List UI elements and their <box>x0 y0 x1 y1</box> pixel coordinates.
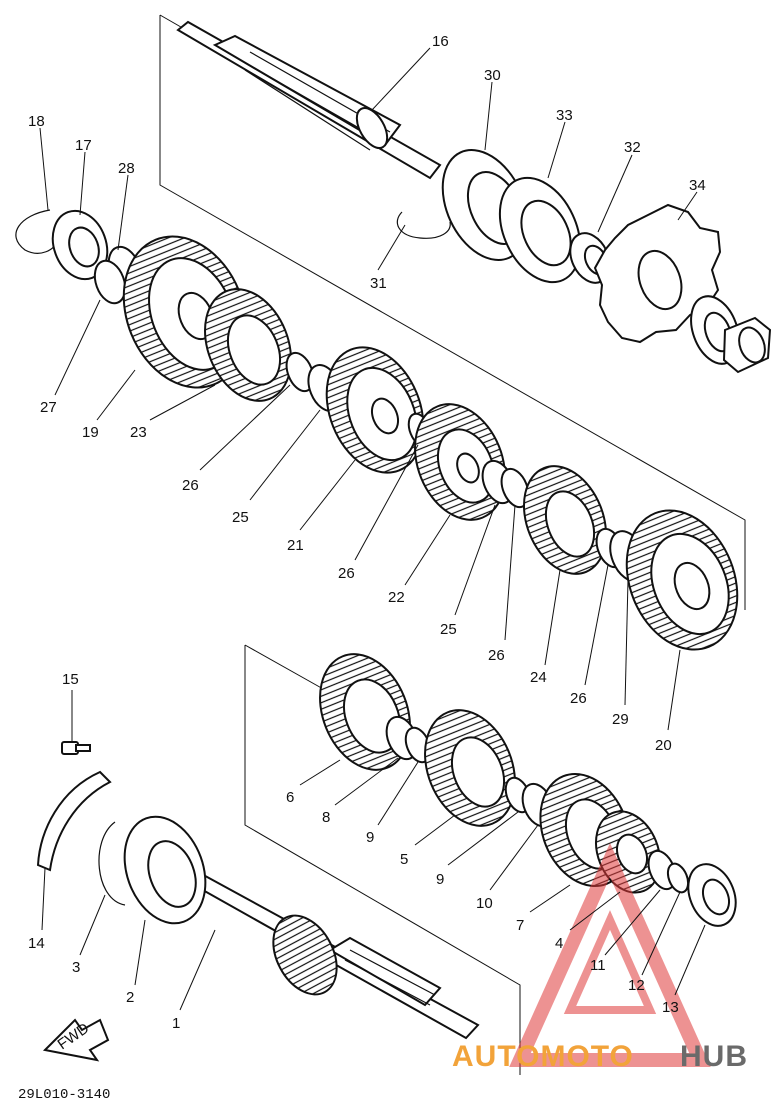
callout-33: 33 <box>556 107 573 124</box>
callout-32: 32 <box>624 139 641 156</box>
callout-17: 17 <box>75 137 92 154</box>
main-axle-16 <box>176 20 442 180</box>
callout-28: 28 <box>118 160 135 177</box>
upper-group-bracket <box>159 15 746 610</box>
callout-10: 10 <box>476 895 493 912</box>
callout-23: 23 <box>130 424 147 441</box>
callout-26-c: 26 <box>488 647 505 664</box>
callout-13: 13 <box>662 999 679 1016</box>
circlip-3 <box>98 821 126 906</box>
callout-15: 15 <box>62 671 79 688</box>
callout-26-d: 26 <box>570 690 587 707</box>
callout-26-a: 26 <box>182 477 199 494</box>
screw-15 <box>61 741 91 755</box>
leader-lines <box>39 47 706 1011</box>
callout-21: 21 <box>287 537 304 554</box>
callout-2: 2 <box>126 989 134 1006</box>
bearing-13 <box>687 863 737 927</box>
callout-5: 5 <box>400 851 408 868</box>
drawing-code: 29L010-3140 <box>18 1087 110 1103</box>
gear-6 <box>319 653 411 771</box>
watermark-text-hub: HUB <box>680 1040 748 1073</box>
callout-20: 20 <box>655 737 672 754</box>
circlip-26-c <box>500 467 530 509</box>
callout-19: 19 <box>82 424 99 441</box>
callout-14: 14 <box>28 935 45 952</box>
callout-24: 24 <box>530 669 547 686</box>
circlip-12 <box>666 862 690 894</box>
callout-6: 6 <box>286 789 294 806</box>
callout-31: 31 <box>370 275 387 292</box>
gear-20 <box>625 509 739 651</box>
fwd-arrow: FWD <box>42 1018 110 1062</box>
lower-group-bracket-top <box>244 644 326 691</box>
callout-9-b: 9 <box>436 871 444 888</box>
callout-3: 3 <box>72 959 80 976</box>
callout-29: 29 <box>612 711 629 728</box>
gear-5 <box>424 709 516 827</box>
gear-23 <box>204 288 292 402</box>
bearing-17 <box>51 209 109 281</box>
gear-24 <box>522 465 608 575</box>
callout-26-b: 26 <box>338 565 355 582</box>
callout-34: 34 <box>689 177 706 194</box>
watermark-logo <box>509 842 711 1067</box>
stopper-plate-14 <box>36 770 112 872</box>
callout-9-a: 9 <box>366 829 374 846</box>
washer-27 <box>93 259 127 305</box>
callout-27: 27 <box>40 399 57 416</box>
circlip-31 <box>396 211 451 239</box>
callout-18: 18 <box>28 113 45 130</box>
gear-21 <box>325 346 425 474</box>
callout-22: 22 <box>388 589 405 606</box>
circlip-26-a <box>285 351 315 393</box>
callout-25-a: 25 <box>232 509 249 526</box>
sprocket-34 <box>593 203 722 344</box>
callout-4: 4 <box>555 935 563 952</box>
callout-1: 1 <box>172 1015 180 1032</box>
seal-33 <box>498 176 582 284</box>
gear-22 <box>414 403 506 521</box>
callout-25-b: 25 <box>440 621 457 638</box>
bearing-2 <box>123 815 207 925</box>
callout-11: 11 <box>590 957 606 974</box>
callout-12: 12 <box>628 977 645 994</box>
callout-7: 7 <box>516 917 524 934</box>
main-axle-1 <box>183 870 480 1040</box>
nut-36 <box>722 316 772 374</box>
watermark-text: AUTOMOTO HUB <box>452 1040 748 1073</box>
callout-16: 16 <box>432 33 449 50</box>
callout-30: 30 <box>484 67 501 84</box>
watermark-text-automoto: AUTOMOTO <box>452 1040 634 1073</box>
callout-labels: 16 30 33 32 34 31 18 17 28 27 19 23 26 2… <box>28 33 706 1032</box>
lower-group-bracket <box>244 645 521 1075</box>
callout-8: 8 <box>322 809 330 826</box>
circlip-18 <box>15 209 59 254</box>
